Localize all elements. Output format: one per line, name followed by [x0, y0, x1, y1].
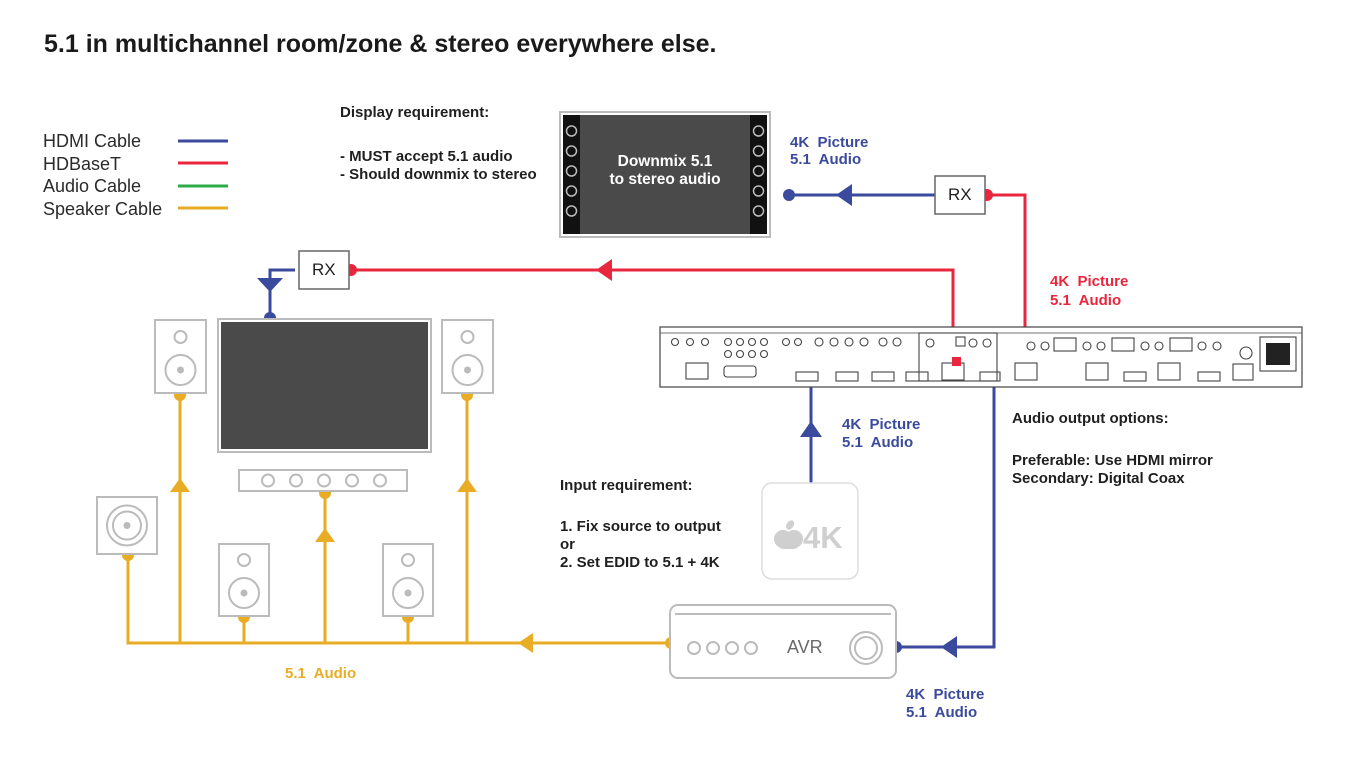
- hdmi-cables: [268, 193, 996, 649]
- input-requirement-line1: 1. Fix source to output: [560, 518, 721, 535]
- speaker-arrow-up: [170, 478, 190, 492]
- front-right-speaker: [441, 319, 494, 394]
- audio-output-options-line2: Secondary: Digital Coax: [1012, 470, 1185, 487]
- input-requirement-line3: 2. Set EDID to 5.1 + 4K: [560, 554, 720, 571]
- front-left-speaker: [154, 319, 207, 394]
- page-title: 5.1 in multichannel room/zone & stereo e…: [44, 30, 717, 58]
- input-requirement-heading: Input requirement:: [560, 477, 693, 494]
- avr-hdmi-audio-label: 5.1 Audio: [906, 704, 978, 721]
- top-display-line1: Downmix 5.1: [617, 153, 713, 170]
- speaker-audio-label: 5.1 Audio: [285, 665, 357, 682]
- legend-swatches: [178, 139, 228, 210]
- display-requirement-line1: - MUST accept 5.1 audio: [340, 148, 513, 165]
- source-hdmi-picture-label: 4K Picture: [842, 416, 921, 433]
- top-display-line2: to stereo audio: [609, 171, 721, 188]
- legend-item-hdmi: HDMI Cable: [43, 130, 162, 153]
- main-tv: [217, 318, 432, 453]
- speaker-cables: [126, 395, 668, 645]
- source-device-label: 4K: [803, 520, 843, 555]
- top-hdmi-audio-label: 5.1 Audio: [790, 151, 862, 168]
- hdbaset-picture-label: 4K Picture: [1050, 273, 1129, 290]
- rx-box-left: [298, 250, 350, 290]
- legend-label: HDMI Cable: [43, 131, 142, 151]
- hdmi-connector: [783, 189, 795, 201]
- subwoofer: [96, 496, 158, 555]
- audio-output-options-line1: Preferable: Use HDMI mirror: [1012, 452, 1213, 469]
- speaker-arrow-up: [457, 478, 477, 492]
- surround-left-speaker: [218, 543, 270, 617]
- hdmi-arrow-left: [836, 184, 852, 206]
- source-hdmi-audio-label: 5.1 Audio: [842, 434, 914, 451]
- hdbaset-arrow-left: [596, 259, 612, 281]
- legend-item-hdbaset: HDBaseT: [43, 153, 162, 176]
- speaker-arrow-up: [315, 528, 335, 542]
- audio-output-options-heading: Audio output options:: [1012, 410, 1169, 427]
- legend-label: HDBaseT: [43, 153, 122, 174]
- matrix-switcher-rear-panel: [659, 326, 1303, 388]
- apple-logo-icon: [774, 520, 803, 549]
- hdmi-arrow-down: [257, 278, 283, 292]
- legend-label: Speaker Cable: [43, 198, 163, 219]
- legend-item-audio-cable: Audio Cable: [43, 175, 162, 198]
- source-device: [761, 482, 859, 580]
- display-requirement-heading: Display requirement:: [340, 104, 490, 121]
- hdbaset-audio-label: 5.1 Audio: [1050, 292, 1122, 309]
- display-requirement-line2: - Should downmix to stereo: [340, 166, 537, 183]
- surround-right-speaker: [382, 543, 434, 617]
- avr-device: [669, 604, 897, 679]
- legend-item-speaker-cable: Speaker Cable: [43, 198, 162, 221]
- rx-left-label: RX: [312, 260, 336, 279]
- top-hdmi-picture-label: 4K Picture: [790, 134, 869, 151]
- avr-label: AVR: [787, 637, 823, 657]
- rx-box-top: [934, 175, 986, 215]
- speaker-arrow-left: [518, 633, 533, 653]
- avr-hdmi-picture-label: 4K Picture: [906, 686, 985, 703]
- legend-label: Audio Cable: [43, 176, 142, 196]
- rx-top-label: RX: [948, 185, 972, 204]
- hdmi-arrow-up: [800, 421, 822, 437]
- input-requirement-line2: or: [560, 536, 575, 553]
- center-speaker: [238, 469, 408, 492]
- hdmi-arrow-left: [941, 636, 957, 658]
- legend: HDMI Cable HDBaseT Audio Cable Speaker C…: [43, 130, 162, 220]
- top-display: [559, 111, 771, 238]
